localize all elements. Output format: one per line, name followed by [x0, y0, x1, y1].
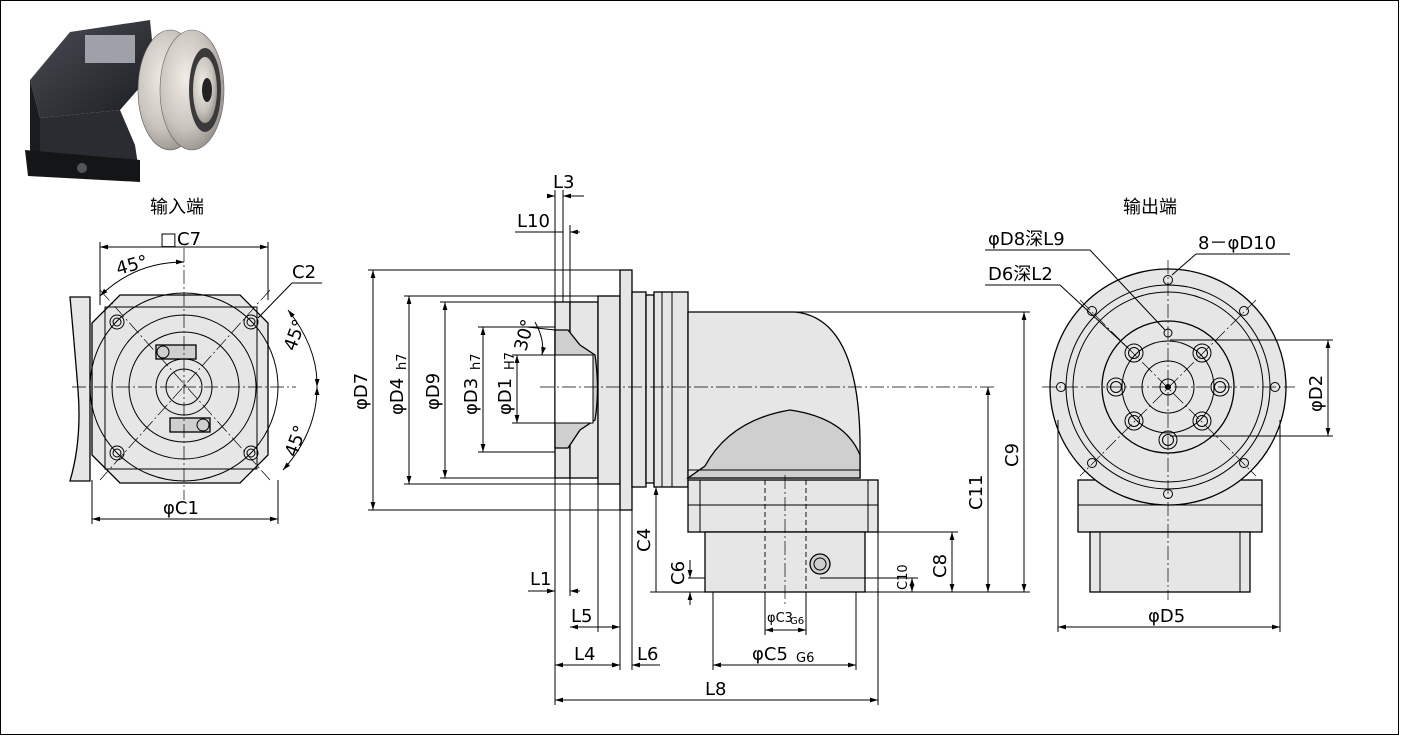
corner-bolt: [243, 314, 259, 330]
mount-hole: [1087, 458, 1097, 468]
dim-c11: C11: [966, 475, 987, 510]
tapped-hole: [1210, 377, 1230, 397]
dim-l5: L5: [571, 606, 592, 627]
dim-d9: φD9: [423, 373, 444, 410]
output-end-view: [985, 249, 1333, 632]
dim-c1: φC1: [163, 498, 199, 519]
dim-d6-l2: D6深L2: [988, 264, 1053, 285]
dim-c5-group: φC5 G6: [752, 644, 814, 666]
dim-d2: φD2: [1306, 375, 1327, 412]
dim-c3: φC3: [767, 611, 793, 626]
tapped-hole: [1124, 411, 1144, 431]
dim-d10: 8－φD10: [1198, 233, 1276, 254]
dim-c9: C9: [1002, 443, 1023, 467]
dim-l4: L4: [574, 644, 595, 665]
mount-hole: [1239, 306, 1249, 316]
mount-hole: [1163, 275, 1173, 285]
dim-c3-tolerance: G6: [790, 616, 804, 627]
tapped-hole: [1192, 343, 1212, 363]
dim-d3-tolerance: h7: [469, 353, 484, 370]
dim-l10: L10: [517, 211, 550, 232]
dim-c3-group: φC3 G6: [767, 611, 804, 627]
dim-d1-tolerance: H7: [503, 352, 518, 370]
angle-45-top: 45°: [114, 251, 150, 280]
dim-d1: φD1: [495, 378, 516, 415]
dim-d4-group: φD4 h7: [387, 353, 410, 415]
angle-30: 30°: [511, 317, 540, 353]
mount-hole: [1239, 458, 1249, 468]
corner-bolt: [243, 445, 259, 461]
dim-d5: φD5: [1148, 606, 1185, 627]
dim-c6: C6: [668, 561, 689, 585]
tapped-hole: [1106, 377, 1126, 397]
input-end-title: 输入端: [150, 197, 204, 218]
dim-c7: □C7: [160, 229, 201, 250]
side-view: [368, 190, 1030, 705]
mount-hole: [1056, 382, 1066, 392]
dim-d4: φD4: [387, 378, 408, 415]
dim-c2: C2: [292, 262, 316, 283]
dim-d3-group: φD3 h7: [461, 353, 484, 415]
tapped-hole: [1158, 430, 1178, 450]
dim-l6: L6: [637, 644, 658, 665]
dim-l3: L3: [553, 172, 574, 193]
angle-45-right-bottom: 45°: [281, 423, 312, 460]
output-end-title: 输出端: [1123, 197, 1177, 218]
mount-hole: [1163, 489, 1173, 499]
clamp-screw: [169, 417, 211, 433]
dim-d1-group: φD1 H7: [495, 352, 518, 415]
dim-d4-tolerance: h7: [395, 353, 410, 370]
dim-c5-tolerance: G6: [796, 651, 814, 666]
clamp-screw: [155, 344, 197, 360]
dim-c5: φC5: [752, 644, 788, 665]
pin-hole: [1163, 328, 1173, 338]
corner-bolt: [109, 445, 125, 461]
angle-45-right-top: 45°: [280, 317, 311, 354]
dim-c8: C8: [930, 554, 951, 578]
dim-l8: L8: [705, 679, 726, 700]
corner-bolt: [109, 314, 125, 330]
gearbox-photo-icon: [25, 20, 225, 182]
dim-l1: L1: [530, 569, 551, 590]
tapped-hole: [1192, 411, 1212, 431]
dim-c4: C4: [634, 528, 655, 552]
dim-d7: φD7: [351, 373, 372, 410]
mount-hole: [1270, 382, 1280, 392]
dim-d8-l9: φD8深L9: [988, 229, 1065, 250]
dim-d3: φD3: [461, 378, 482, 415]
tapped-hole: [1124, 343, 1144, 363]
input-end-view: [69, 242, 322, 524]
dim-c10: C10: [896, 564, 911, 590]
